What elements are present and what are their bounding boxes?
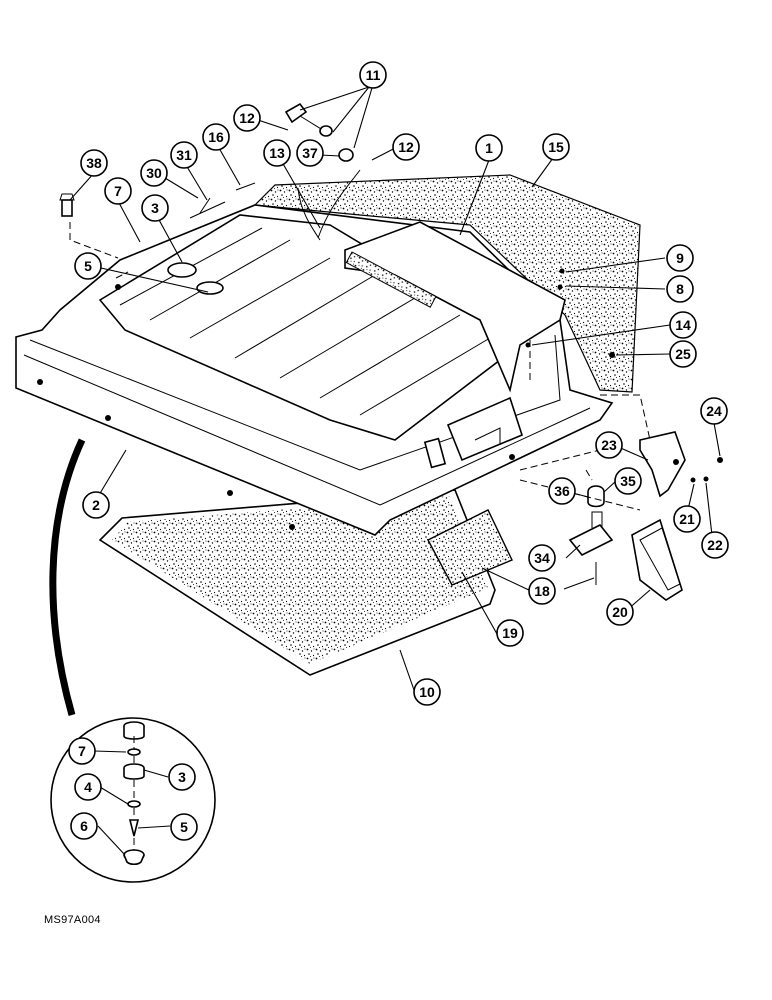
svg-text:5: 5 <box>84 258 92 274</box>
callout-35: 35 <box>614 467 642 495</box>
callout-3: 3 <box>141 194 169 222</box>
svg-text:9: 9 <box>676 250 684 266</box>
callout-7: 7 <box>104 177 132 205</box>
svg-text:10: 10 <box>419 684 435 700</box>
callout-8: 8 <box>666 275 694 303</box>
svg-text:4: 4 <box>84 779 92 795</box>
liner-opening <box>446 396 523 462</box>
callout-13: 13 <box>263 139 291 167</box>
callout-12a: 12 <box>233 104 261 132</box>
figure-code-label: MS97A004 <box>44 914 101 926</box>
callout-38: 38 <box>80 149 108 177</box>
callout-21: 21 <box>673 505 701 533</box>
mount-plate-34 <box>568 523 614 557</box>
leader-lines <box>69 86 721 856</box>
callout-18: 18 <box>528 577 556 605</box>
callout-25: 25 <box>669 340 697 368</box>
svg-text:6: 6 <box>80 818 88 834</box>
callout-10: 10 <box>413 678 441 706</box>
svg-text:22: 22 <box>707 537 723 553</box>
detail-callout-6: 6 <box>70 812 98 840</box>
detail-parts <box>123 721 145 866</box>
svg-text:37: 37 <box>302 145 318 161</box>
side-bracket <box>639 431 686 498</box>
callout-12b: 12 <box>392 133 420 161</box>
svg-text:7: 7 <box>114 183 122 199</box>
callout-36: 36 <box>548 477 576 505</box>
svg-text:7: 7 <box>78 743 86 759</box>
svg-text:19: 19 <box>502 625 518 641</box>
bolt-38 <box>61 199 73 217</box>
svg-text:34: 34 <box>534 550 550 566</box>
callout-11: 11 <box>359 61 387 89</box>
detail-callout-4: 4 <box>74 773 102 801</box>
liner-fastener-holes <box>37 284 515 530</box>
svg-text:13: 13 <box>269 145 285 161</box>
callout-16: 16 <box>202 123 230 151</box>
svg-text:21: 21 <box>679 511 695 527</box>
svg-text:18: 18 <box>534 583 550 599</box>
mount-seat-2 <box>196 281 224 295</box>
rear-insulation-pad <box>253 174 641 393</box>
wiring-harness <box>297 169 361 241</box>
clip-30-31 <box>189 201 226 219</box>
svg-text:12: 12 <box>398 139 414 155</box>
svg-text:3: 3 <box>178 769 186 785</box>
svg-text:3: 3 <box>151 200 159 216</box>
callout-34: 34 <box>528 544 556 572</box>
wire-connector <box>284 102 308 124</box>
console-ribs <box>119 227 496 416</box>
header-light-strip <box>345 251 437 308</box>
callout-5: 5 <box>74 252 102 280</box>
callout-1: 1 <box>475 134 503 162</box>
svg-text:35: 35 <box>620 473 636 489</box>
svg-text:25: 25 <box>675 346 691 362</box>
callout-22: 22 <box>701 531 729 559</box>
callout-23: 23 <box>595 431 623 459</box>
svg-text:36: 36 <box>554 483 570 499</box>
small-insulation-pad <box>427 509 513 586</box>
grommet-35-36 <box>587 485 605 508</box>
callout-19: 19 <box>496 619 524 647</box>
svg-text:12: 12 <box>239 110 255 126</box>
svg-text:15: 15 <box>548 139 564 155</box>
svg-text:23: 23 <box>601 437 617 453</box>
svg-text:20: 20 <box>612 604 628 620</box>
detail-arrow <box>49 438 86 716</box>
switch-slot <box>423 437 447 469</box>
svg-text:30: 30 <box>146 165 162 181</box>
svg-text:5: 5 <box>180 819 188 835</box>
floor-insulation-fill <box>112 496 488 664</box>
detail-callout-7: 7 <box>68 737 96 765</box>
svg-text:1: 1 <box>485 140 493 156</box>
connector-plug <box>319 125 333 137</box>
roof-liner-flange <box>23 354 591 506</box>
callout-9: 9 <box>666 244 694 272</box>
callout-15: 15 <box>542 133 570 161</box>
callout-2: 2 <box>82 491 110 519</box>
detail-callout-5: 5 <box>170 813 198 841</box>
svg-text:2: 2 <box>92 497 100 513</box>
svg-text:38: 38 <box>86 155 102 171</box>
svg-text:16: 16 <box>208 129 224 145</box>
svg-text:31: 31 <box>176 147 192 163</box>
callout-20: 20 <box>606 598 634 626</box>
callout-31: 31 <box>170 141 198 169</box>
svg-text:14: 14 <box>675 317 691 333</box>
connector-plug-2 <box>338 148 354 162</box>
callout-37: 37 <box>296 139 324 167</box>
lamp-lens <box>631 518 683 601</box>
detail-callout-3: 3 <box>168 763 196 791</box>
callout-24: 24 <box>700 397 728 425</box>
svg-text:24: 24 <box>706 403 722 419</box>
svg-text:8: 8 <box>676 281 684 297</box>
svg-text:11: 11 <box>366 67 381 83</box>
callout-14: 14 <box>669 311 697 339</box>
mount-seat-1 <box>167 262 197 278</box>
callout-30: 30 <box>140 159 168 187</box>
